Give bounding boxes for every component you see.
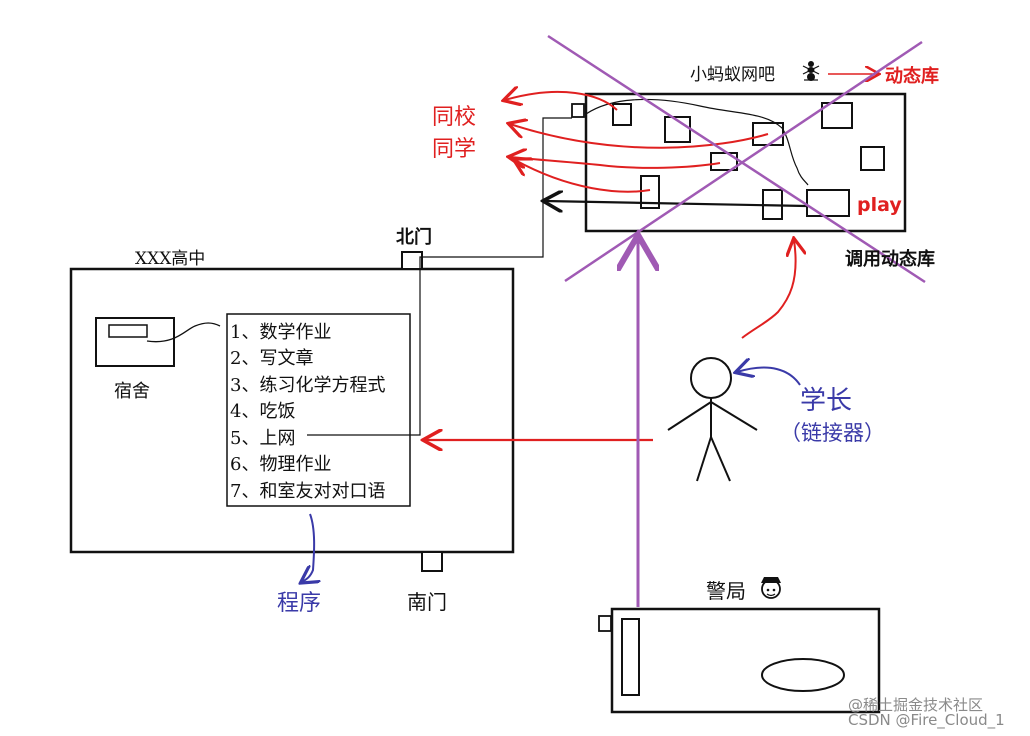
classmate-arrow-3 (510, 157, 721, 169)
computer-9 (806, 189, 850, 217)
netcafe-building (584, 92, 907, 233)
senior-arm-left (667, 401, 712, 431)
classmates-label-line2: 同学 (432, 137, 477, 162)
computer-6 (860, 146, 885, 171)
ant-icon (802, 61, 820, 81)
senior-sublabel: （链接器） (780, 421, 885, 445)
south-gate-label: 南门 (407, 590, 447, 614)
classmates-label-line1: 同校 (432, 105, 477, 130)
computer-1 (612, 103, 632, 126)
senior-leg-left (696, 436, 712, 482)
play-label: play (857, 194, 902, 216)
task-item-7: 7、和室友对对口语 (230, 481, 386, 502)
police-window (621, 618, 640, 696)
program-label: 程序 (277, 591, 322, 616)
south-gate (421, 551, 443, 572)
school-title: XXX高中 (135, 249, 206, 269)
task-item-3: 3、练习化学方程式 (230, 375, 386, 396)
senior-label-arrow (737, 368, 801, 386)
north-gate-label: 北门 (396, 227, 432, 248)
cross-line-1 (547, 34, 926, 284)
senior-label: 学长 (800, 386, 853, 416)
dormitory (95, 317, 175, 367)
dormitory-inner (108, 324, 148, 338)
netcafe-door (571, 103, 585, 118)
watermark-line2: CSDN @Fire_Cloud_1 (848, 711, 1005, 729)
classmate-arrow-4 (515, 160, 651, 193)
classmate-arrow-1 (505, 92, 618, 111)
dorm-to-program-line (146, 322, 221, 343)
classmate-arrow-2 (510, 124, 769, 149)
police-door (598, 615, 612, 632)
task-item-6: 6、物理作业 (230, 454, 332, 475)
police-label: 警局 (706, 579, 746, 603)
watermark-line1: @稀土掘金技术社区 (848, 696, 984, 714)
north-gate (401, 251, 423, 270)
wander-path (585, 98, 809, 186)
internet-route-line (307, 117, 572, 436)
program-task-list (226, 313, 411, 507)
task-item-2: 2、写文章 (230, 348, 314, 369)
play-exit-arrow (545, 201, 807, 206)
computer-5 (710, 152, 738, 171)
senior-leg-right (710, 436, 731, 482)
computer-4 (821, 102, 853, 129)
senior-arm-right (710, 401, 758, 431)
call-dynamic-lib-label: 调用动态库 (845, 249, 935, 270)
police-building (610, 607, 881, 714)
program-label-arrow (302, 513, 314, 582)
cross-line-2 (564, 40, 923, 283)
task-item-1: 1、数学作业 (230, 322, 332, 343)
netcafe-title: 小蚂蚁网吧 (690, 65, 775, 85)
dorm-label: 宿舍 (114, 381, 150, 402)
call-lib-arrow (741, 240, 796, 339)
senior-head (690, 357, 732, 399)
task-item-4: 4、吃饭 (230, 401, 296, 422)
school-building (69, 267, 515, 554)
task-item-5: 5、上网 (230, 428, 296, 449)
dynamic-lib-label: 动态库 (885, 66, 939, 87)
police-icon (761, 577, 781, 599)
police-car (761, 658, 845, 692)
